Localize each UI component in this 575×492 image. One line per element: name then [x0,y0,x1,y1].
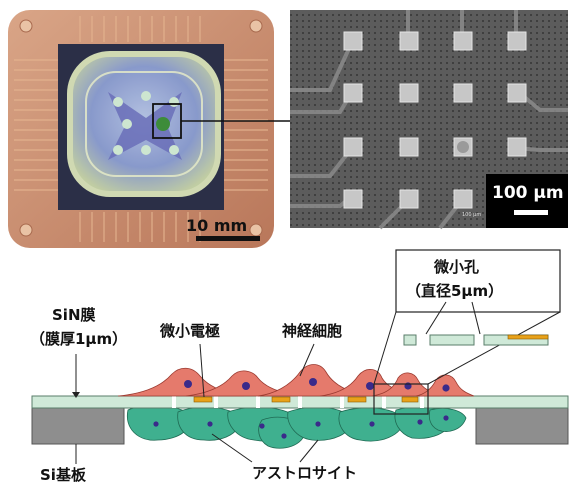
astrocyte-pointer [299,439,319,463]
pore-detail-box [373,383,429,415]
neuron-label: 神経細胞 [282,322,342,340]
micropore-label: 微小孔 [433,258,479,276]
si-substrate-label: Si基板 [40,466,87,484]
electrode-pattern [108,92,182,160]
chip-photo: 10 mm [0,0,282,252]
micropore-pointer [425,301,447,335]
si-substrate-left [31,405,125,445]
micropore-pointer [471,301,481,335]
microelectrode-label: 微小電極 [159,322,220,340]
inset-membrane-segment [429,334,475,346]
sample-spot [156,117,170,131]
astrocyte-pointer [211,433,253,463]
microelectrodes [193,396,419,403]
micropore-diameter-label: （直径5µm） [406,282,503,300]
sem-scale-box [486,174,568,228]
photo-scale-label: 10 mm [186,216,247,235]
corner-pad [249,19,263,33]
neuron-pointer [299,343,315,377]
corner-pad [19,19,33,33]
astrocyte-nuclei [153,415,449,439]
inset-membrane-segment [403,334,417,346]
micropores [172,396,424,408]
microelectrode-pointer [199,343,205,398]
astrocytes [126,405,467,449]
inset-connector [373,311,397,385]
neurons [117,364,475,397]
micropore-inset [395,249,561,313]
sin-membrane-label: SiN膜 [52,306,96,324]
corner-pad [19,223,33,237]
sin-thickness-label: （膜厚1µm） [30,330,127,348]
photo-scale-bar [196,236,260,241]
corner-pad [249,223,263,237]
astrocyte-label: アストロサイト [252,464,357,482]
cross-section-diagram: 微小孔 （直径5µm） SiN膜 （膜厚1µm） 微小電極 神経細胞 Si基板 … [30,249,569,484]
sem-micro-scale-label: 100 µm [462,212,481,218]
si-substrate-right [475,405,569,445]
board-traces [14,16,268,242]
sem-electrode-grid [343,31,527,209]
inset-connector [427,311,561,385]
sem-scale-bar [514,210,548,215]
sem-defect [457,141,469,153]
sem-scale-label: 100 µm [492,183,564,203]
sem-image: 100 µm 100 µm [290,10,568,230]
inset-electrode [507,334,549,340]
